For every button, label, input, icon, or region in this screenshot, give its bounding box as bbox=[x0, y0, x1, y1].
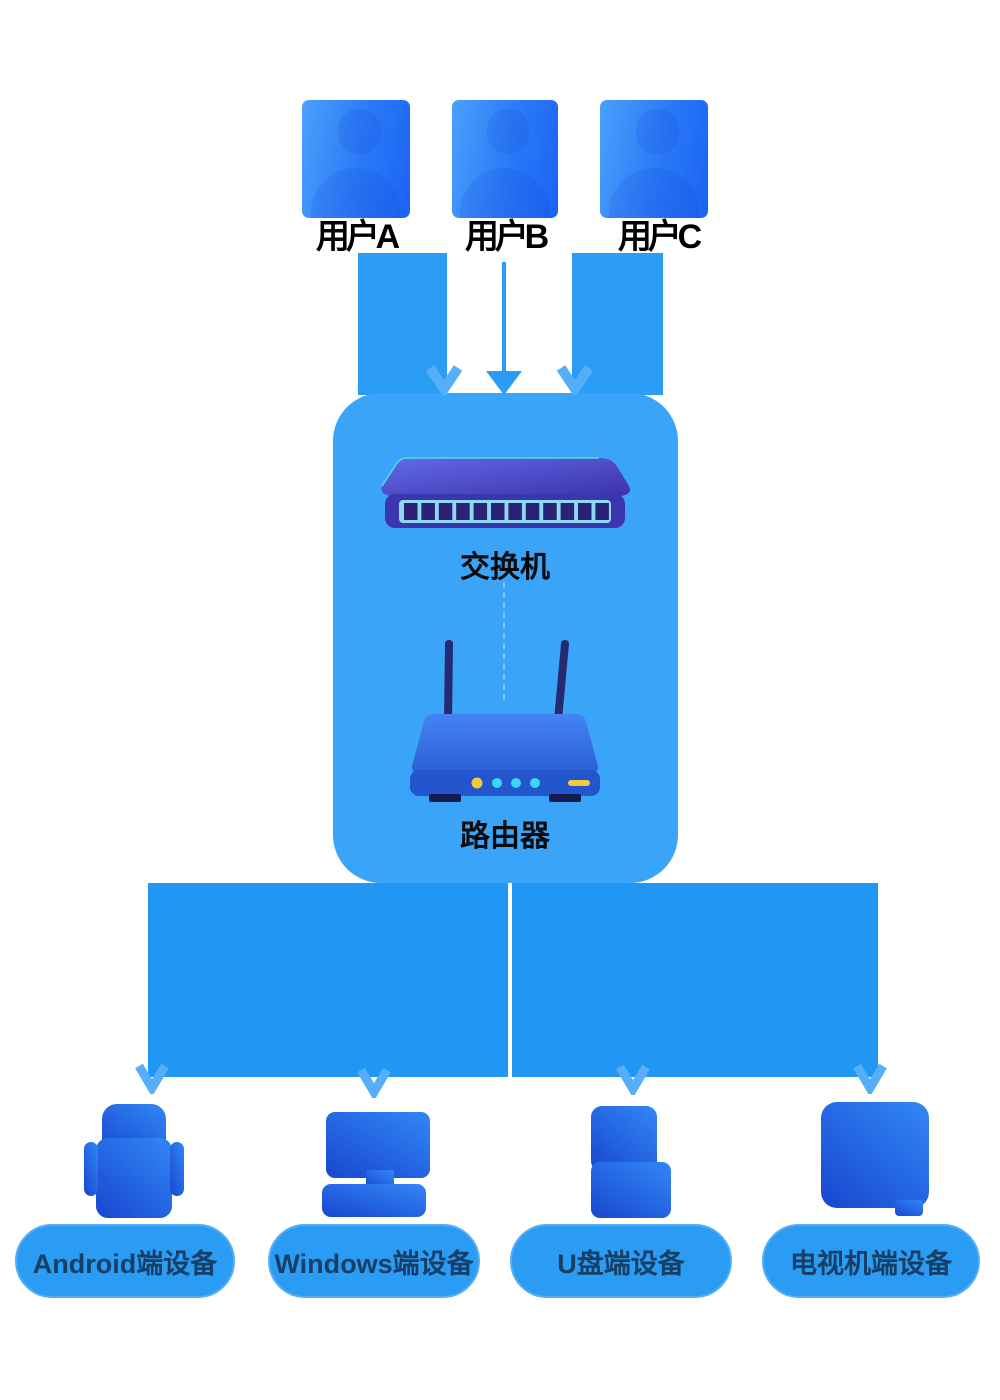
router-antenna bbox=[554, 640, 569, 720]
router-label: 路由器 bbox=[460, 820, 550, 853]
android-device-icon bbox=[84, 1104, 184, 1218]
router-led bbox=[511, 778, 521, 788]
switch-router-dashed-link bbox=[503, 582, 505, 700]
person-head-shape bbox=[486, 109, 530, 154]
router-led bbox=[471, 777, 483, 789]
connector-hub-to-left-devices bbox=[148, 883, 508, 1077]
arrow-down-icon bbox=[486, 371, 522, 395]
arrow-down-icon bbox=[426, 365, 462, 395]
router-led bbox=[530, 778, 540, 788]
switch-ports bbox=[404, 503, 609, 520]
arrow-down-icon bbox=[357, 1067, 391, 1098]
router-led-bar bbox=[568, 780, 590, 786]
arrow-down-icon bbox=[135, 1063, 169, 1094]
windows-device-icon bbox=[322, 1112, 430, 1217]
device-label-android: Android端设备 bbox=[15, 1224, 235, 1298]
device-label-tv: 电视机端设备 bbox=[762, 1224, 980, 1298]
user-a-label: 用户A bbox=[315, 218, 400, 256]
connector-user-b-to-hub bbox=[502, 262, 506, 374]
device-label-windows: Windows端设备 bbox=[268, 1224, 480, 1298]
person-head-shape bbox=[635, 109, 679, 154]
person-head-shape bbox=[337, 109, 381, 154]
arrow-down-icon bbox=[557, 365, 593, 395]
person-body-shape bbox=[310, 168, 402, 218]
user-c-label: 用户C bbox=[617, 218, 702, 256]
usb-drive-icon bbox=[591, 1106, 671, 1218]
router-antenna bbox=[444, 640, 453, 720]
tv-device-icon bbox=[821, 1102, 929, 1216]
person-body-shape bbox=[608, 168, 700, 218]
user-c-avatar-icon bbox=[600, 100, 708, 218]
network-switch-icon bbox=[381, 457, 630, 528]
device-label-usb: U盘端设备 bbox=[510, 1224, 732, 1298]
arrow-down-icon bbox=[616, 1064, 650, 1095]
switch-label: 交换机 bbox=[460, 551, 550, 584]
user-b-avatar-icon bbox=[452, 100, 558, 218]
user-a-avatar-icon bbox=[302, 100, 410, 218]
arrow-down-icon bbox=[853, 1063, 887, 1094]
person-body-shape bbox=[460, 168, 550, 218]
wifi-router-icon bbox=[410, 640, 600, 802]
user-b-label: 用户B bbox=[464, 218, 549, 256]
router-led bbox=[492, 778, 502, 788]
connector-hub-to-right-devices bbox=[512, 883, 878, 1077]
